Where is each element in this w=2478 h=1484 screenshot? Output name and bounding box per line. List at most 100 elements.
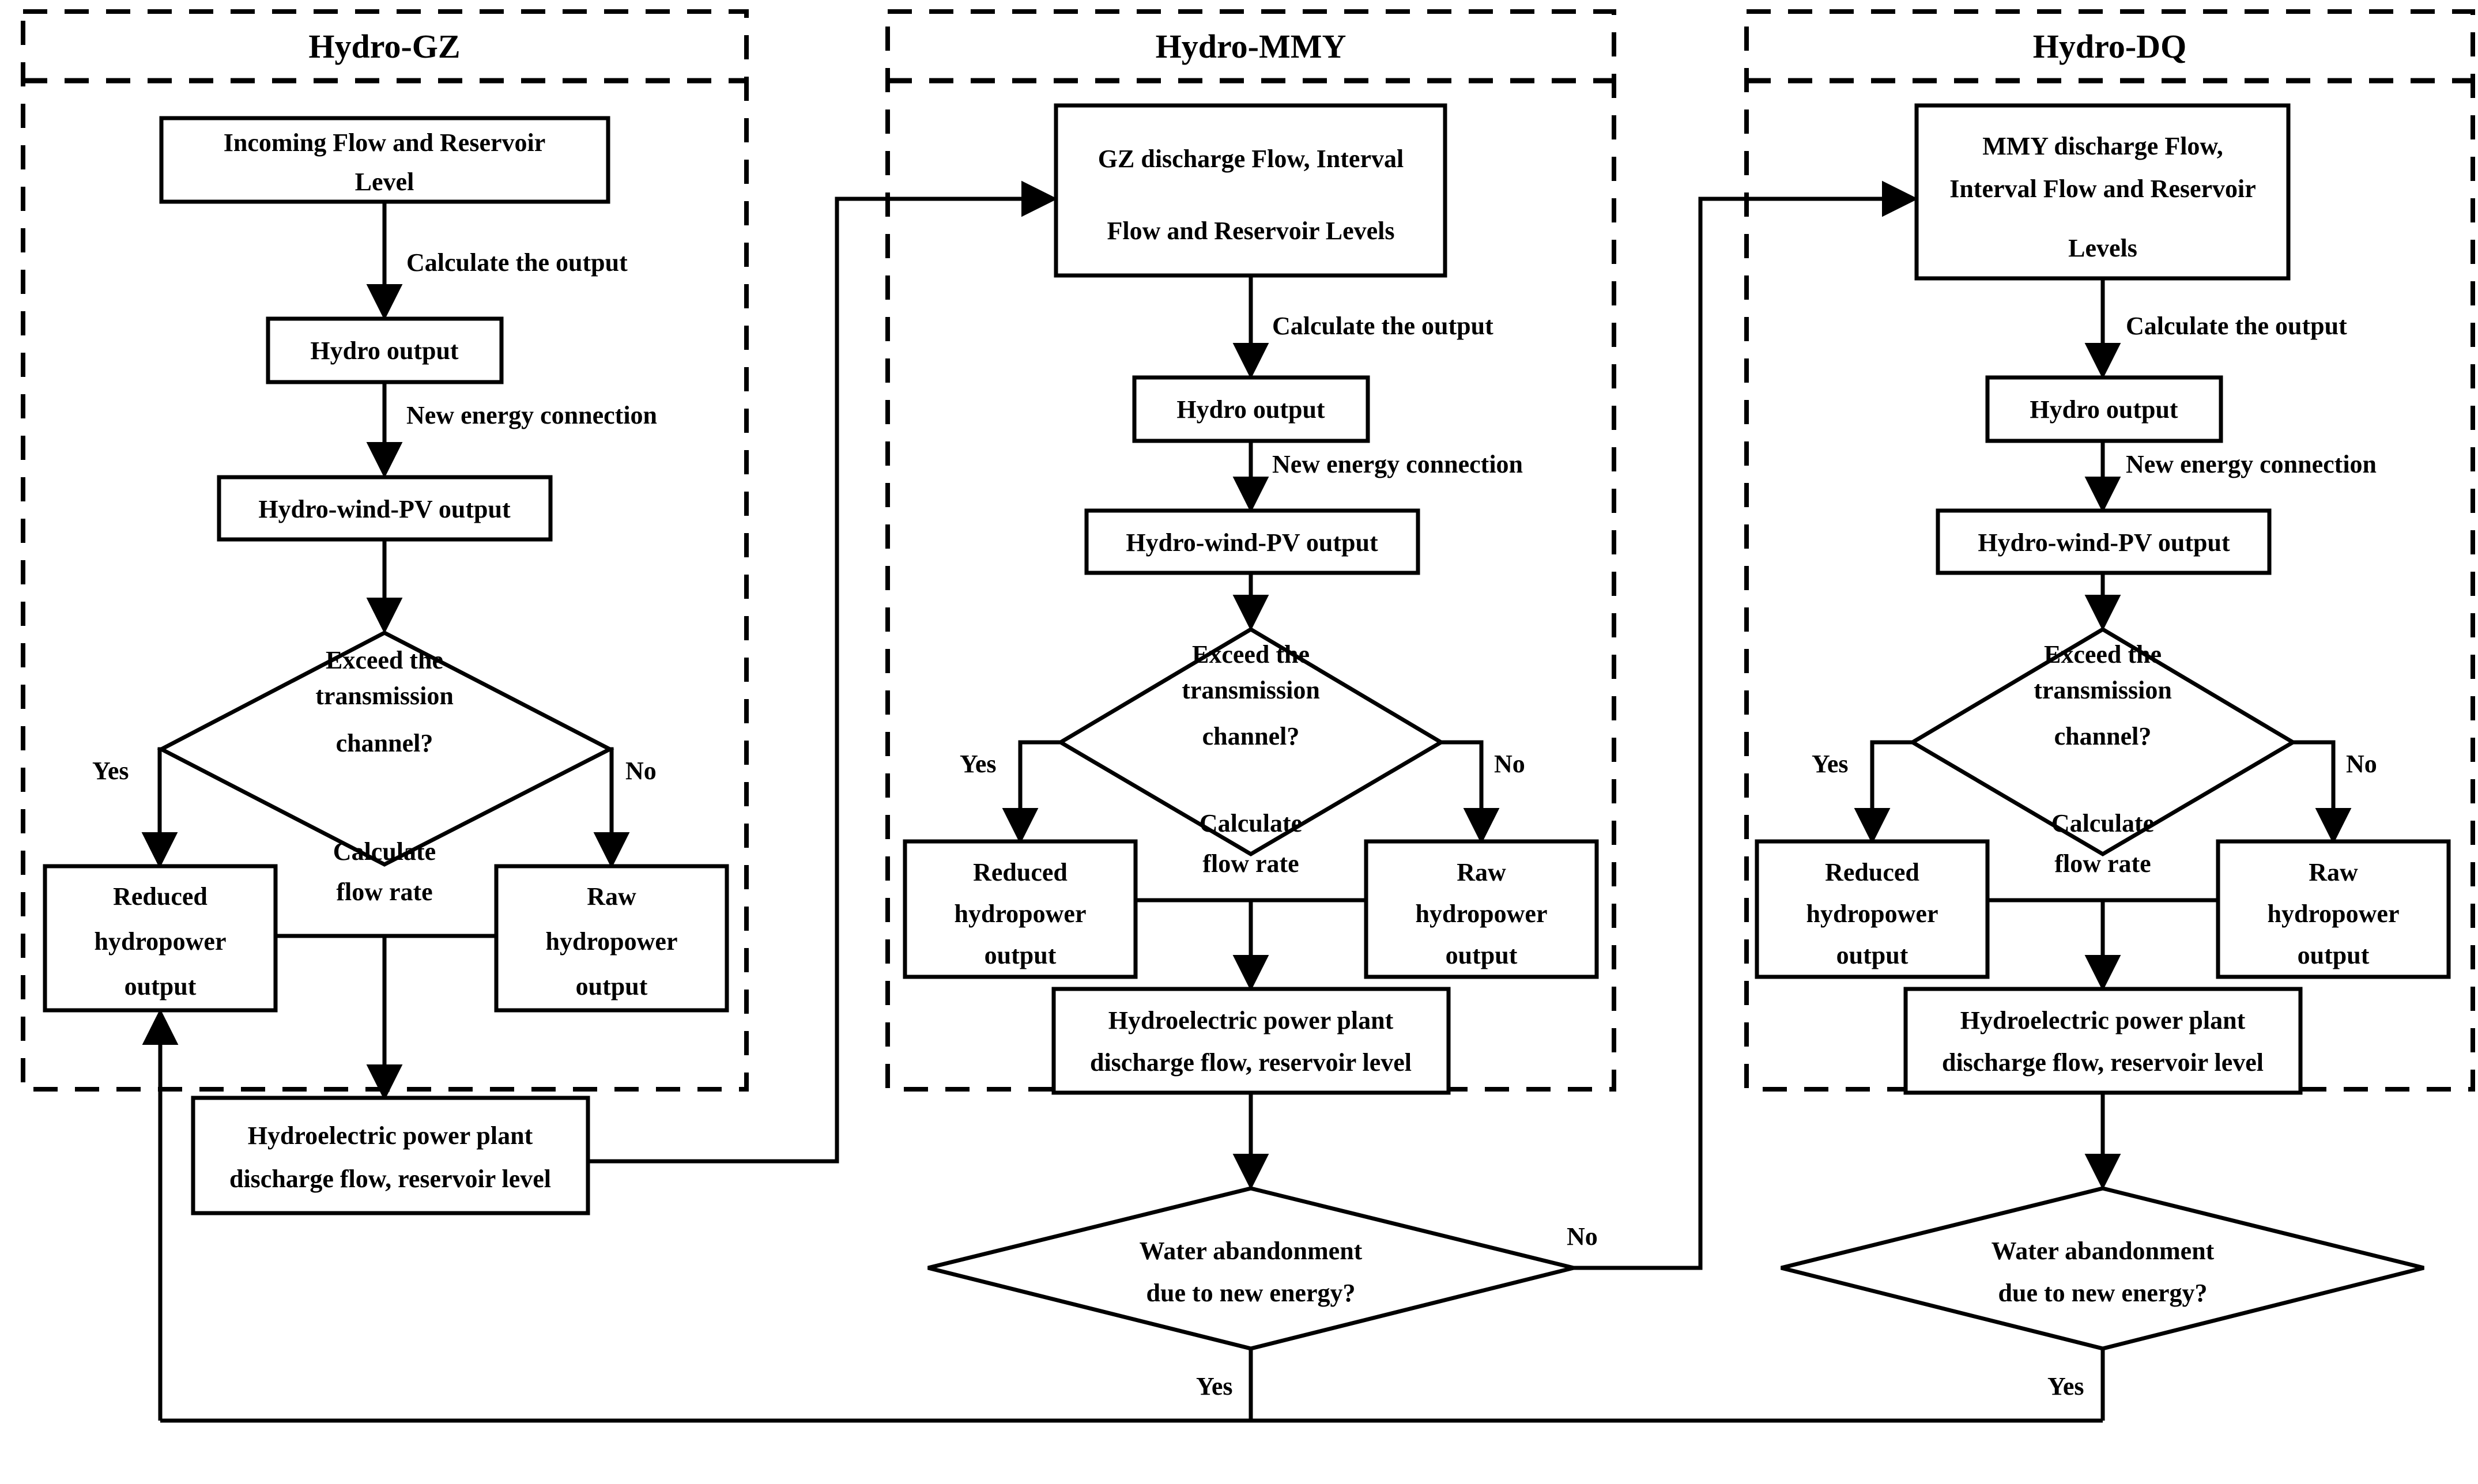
gz-label-yes: Yes	[92, 757, 129, 785]
panel-title-gz: Hydro-GZ	[308, 28, 460, 65]
dq-calc-flow-line1: Calculate	[2051, 809, 2154, 837]
mmy-edge-label-calculate-output: Calculate the output	[1272, 312, 1493, 340]
mmy-hybrid-output-label: Hydro-wind-PV output	[1126, 528, 1378, 557]
gz-calc-flow-line1: Calculate	[333, 837, 436, 866]
dq-abandon-line2: due to new energy?	[1998, 1279, 2208, 1307]
dq-plant-line2: discharge flow, reservoir level	[1942, 1048, 2264, 1077]
gz-edge-label-calculate-output: Calculate the output	[406, 248, 628, 277]
mmy-to-dq-connector	[1574, 180, 1918, 1270]
dq-edge-yes	[1854, 740, 1913, 844]
gz-decision-line2: transmission	[315, 682, 454, 710]
mmy-decision-line2: transmission	[1182, 676, 1320, 704]
dq-hydro-output-box	[1985, 375, 2223, 443]
mmy-raw-line1: Raw	[1457, 858, 1506, 886]
gz-reduced-output-box	[43, 864, 278, 1013]
mmy-edge-yes	[1002, 740, 1061, 844]
dq-plant-box	[1903, 987, 2303, 1095]
panel-title-dq: Hydro-DQ	[2033, 28, 2186, 65]
gz-plant-box	[191, 1096, 590, 1215]
gz-reduced-line3: output	[125, 972, 197, 1000]
dq-label-yes: Yes	[1812, 750, 1849, 778]
mmy-abandon-label-yes: Yes	[1196, 1372, 1233, 1400]
mmy-reduced-line3: output	[985, 941, 1057, 969]
mmy-calc-flow-line1: Calculate	[1200, 809, 1302, 837]
mmy-hydro-output-label: Hydro output	[1176, 395, 1325, 424]
dq-decision-line3: channel?	[2054, 722, 2152, 750]
mmy-decision-transmission	[1057, 626, 1445, 857]
mmy-edge-label-new-energy: New energy connection	[1272, 450, 1523, 478]
gz-input-box	[159, 116, 610, 204]
dq-raw-line2: hydropower	[2268, 900, 2400, 928]
mmy-label-no: No	[1494, 750, 1525, 778]
mmy-abandon-line2: due to new energy?	[1146, 1279, 1356, 1307]
dq-edge-label-calculate-output: Calculate the output	[2126, 312, 2347, 340]
mmy-decision-line3: channel?	[1202, 722, 1300, 750]
gz-edge-yes	[141, 747, 178, 869]
dq-raw-line1: Raw	[2309, 858, 2358, 886]
gz-plant-line2: discharge flow, reservoir level	[229, 1165, 551, 1193]
dq-decision-line2: transmission	[2034, 676, 2172, 704]
mmy-decision-abandonment	[927, 1186, 1574, 1351]
gz-raw-line1: Raw	[587, 882, 636, 911]
dq-hybrid-output-label: Hydro-wind-PV output	[1978, 528, 2230, 557]
mmy-raw-line3: output	[1446, 941, 1518, 969]
dq-abandon-label-yes: Yes	[2047, 1372, 2084, 1400]
mmy-input-line1: GZ discharge Flow, Interval	[1098, 145, 1404, 173]
dq-reduced-line3: output	[1836, 941, 1909, 969]
mmy-reduced-line2: hydropower	[955, 900, 1087, 928]
mmy-abandon-line1: Water abandonment	[1140, 1237, 1363, 1265]
gz-raw-output-box	[494, 864, 729, 1013]
dq-plant-line1: Hydroelectric power plant	[1960, 1006, 2246, 1034]
mmy-reduced-output-box	[903, 839, 1138, 979]
dq-input-line3: Levels	[2068, 234, 2137, 262]
gz-edge-no	[593, 747, 630, 869]
mmy-abandon-label-no: No	[1567, 1222, 1598, 1251]
mmy-calc-flow-line2: flow rate	[1202, 849, 1299, 878]
gz-hybrid-output-box	[217, 475, 553, 542]
dq-abandon-line1: Water abandonment	[1992, 1237, 2215, 1265]
gz-plant-line1: Hydroelectric power plant	[248, 1122, 533, 1150]
dq-calc-flow-line2: flow rate	[2054, 849, 2151, 878]
gz-decision-line3: channel?	[336, 729, 433, 757]
dq-input-box	[1914, 103, 2291, 281]
mmy-reduced-line1: Reduced	[973, 858, 1068, 886]
mmy-input-box	[1054, 103, 1447, 278]
gz-decision-line1: Exceed the	[326, 646, 443, 674]
dq-reduced-line2: hydropower	[1806, 900, 1938, 928]
dq-raw-line3: output	[2298, 941, 2370, 969]
gz-decision-transmission	[157, 630, 614, 867]
mmy-input-line2: Flow and Reservoir Levels	[1107, 217, 1394, 245]
mmy-label-yes: Yes	[960, 750, 997, 778]
gz-edge-label-new-energy: New energy connection	[406, 401, 657, 429]
dq-decision-line1: Exceed the	[2044, 640, 2162, 669]
mmy-plant-line1: Hydroelectric power plant	[1108, 1006, 1394, 1034]
dq-input-line1: MMY discharge Flow,	[1982, 132, 2223, 160]
gz-hydro-output-label: Hydro output	[310, 337, 458, 365]
gz-raw-line3: output	[576, 972, 648, 1000]
mmy-plant-box	[1051, 987, 1451, 1095]
mmy-decision-line1: Exceed the	[1192, 640, 1310, 669]
dq-edge-label-new-energy: New energy connection	[2126, 450, 2377, 478]
gz-raw-line2: hydropower	[546, 927, 678, 956]
mmy-hybrid-output-box	[1084, 508, 1420, 575]
dq-decision-transmission	[1909, 626, 2297, 857]
dq-raw-output-box	[2216, 839, 2451, 979]
dq-hydro-output-label: Hydro output	[2030, 395, 2178, 424]
gz-to-mmy-connector	[588, 180, 1058, 1164]
mmy-raw-output-box	[1364, 839, 1599, 979]
gz-input-line1: Incoming Flow and Reservoir	[224, 129, 546, 157]
dq-decision-abandonment	[1781, 1186, 2424, 1351]
dq-edge-no	[2293, 740, 2352, 844]
dq-reduced-output-box	[1755, 839, 1990, 979]
dq-reduced-line1: Reduced	[1825, 858, 1919, 886]
gz-input-line2: Level	[355, 168, 414, 196]
panel-title-mmy: Hydro-MMY	[1156, 28, 1347, 65]
mmy-plant-line2: discharge flow, reservoir level	[1090, 1048, 1412, 1077]
dq-label-no: No	[2346, 750, 2377, 778]
gz-hybrid-output-label: Hydro-wind-PV output	[258, 495, 511, 523]
dq-hybrid-output-box	[1936, 508, 2272, 575]
mmy-edge-no	[1441, 740, 1500, 844]
mmy-raw-line2: hydropower	[1416, 900, 1548, 928]
dq-input-line2: Interval Flow and Reservoir	[1949, 175, 2256, 203]
